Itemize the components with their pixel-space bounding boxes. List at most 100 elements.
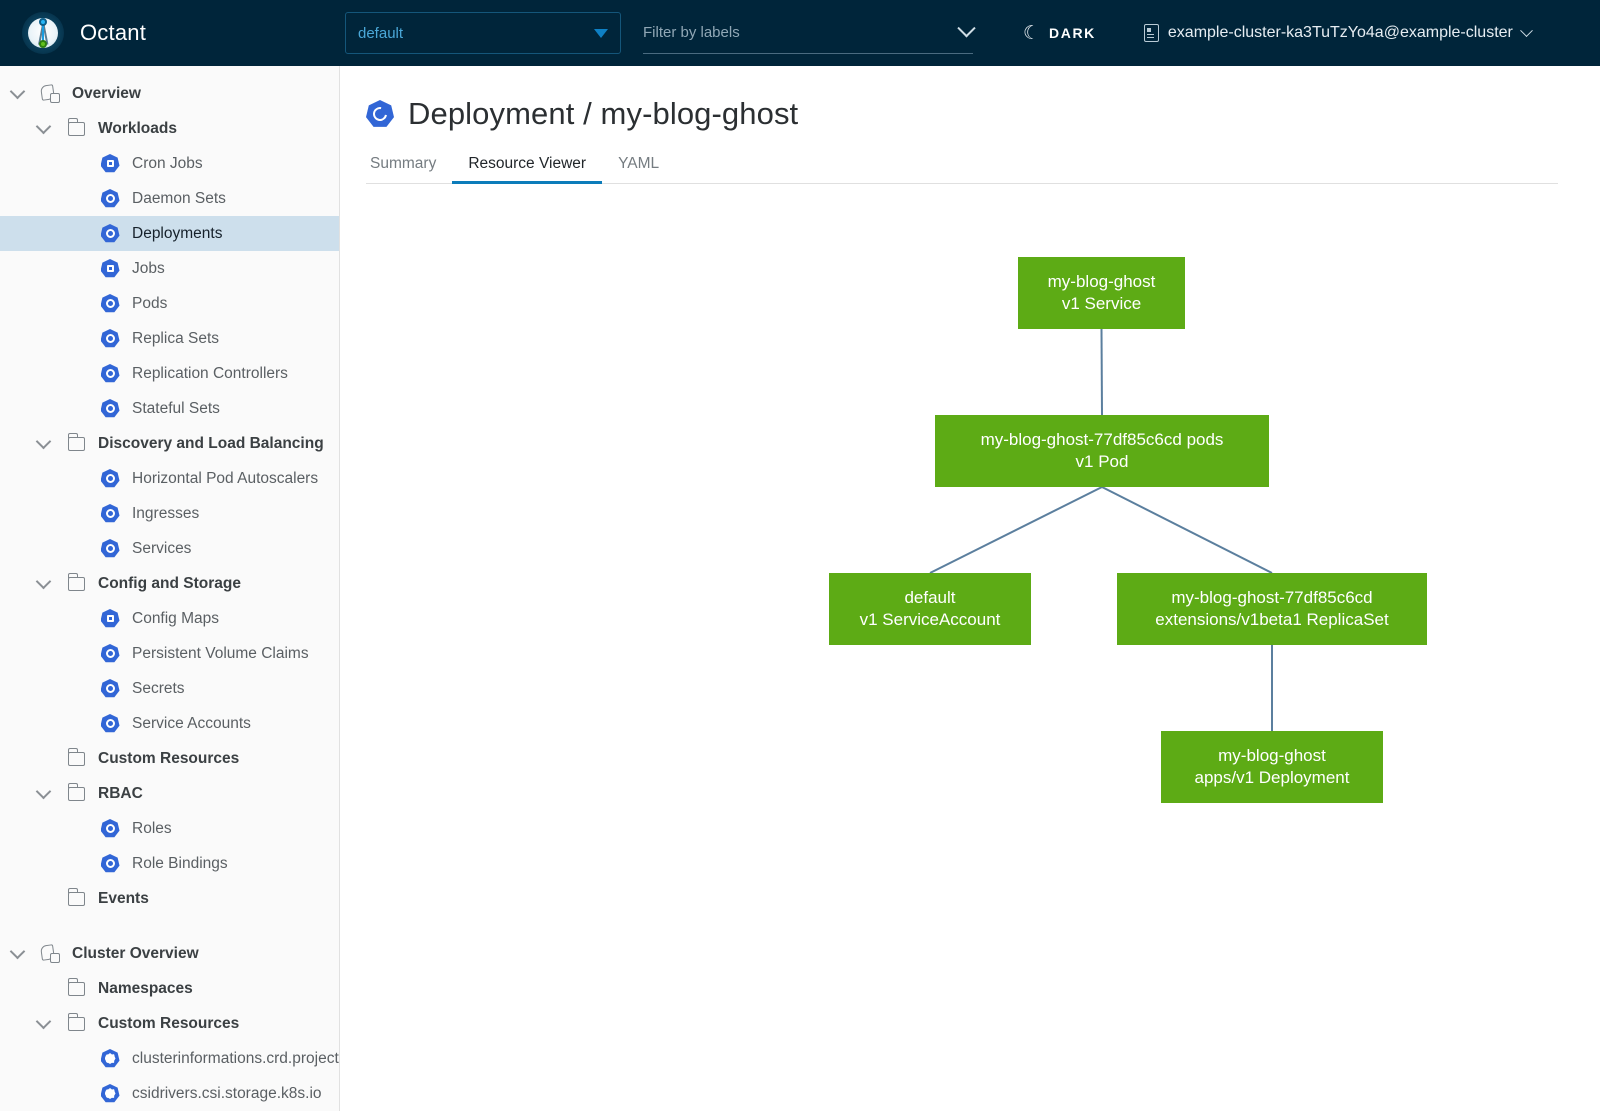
sidebar-item-config-and-storage[interactable]: Config and Storage [0,566,339,601]
k8s-daemonset-icon [94,189,126,208]
brand[interactable]: Octant [0,12,345,54]
chevron-down-icon[interactable] [0,83,34,100]
sidebar-item-events[interactable]: Events [0,881,339,916]
graph-node[interactable]: my-blog-ghost apps/v1 Deployment [1161,731,1383,803]
chevron-down-icon[interactable] [26,573,60,590]
sidebar-item-service-accounts[interactable]: Service Accounts [0,706,339,741]
namespace-select[interactable]: default [345,12,621,54]
sidebar-item-overview[interactable]: Overview [0,76,339,111]
sidebar-item-pods[interactable]: Pods [0,286,339,321]
tab-resource-viewer[interactable]: Resource Viewer [452,155,602,184]
sidebar-item-secrets[interactable]: Secrets [0,671,339,706]
chevron-down-icon[interactable] [26,118,60,135]
k8s-deployment-icon [94,224,126,243]
sidebar-item-daemon-sets[interactable]: Daemon Sets [0,181,339,216]
sidebar-item-jobs[interactable]: Jobs [0,251,339,286]
tab-bar: Summary Resource Viewer YAML [366,154,1558,184]
tab-yaml[interactable]: YAML [618,155,660,172]
sidebar-item-csidrivers-csi-storage-k8s-io[interactable]: csidrivers.csi.storage.k8s.io [0,1076,339,1111]
sidebar-item-label: Ingresses [132,504,200,522]
namespace-value: default [358,24,404,42]
k8s-secret-icon [94,679,126,698]
sidebar-item-horizontal-pod-autoscalers[interactable]: Horizontal Pod Autoscalers [0,461,339,496]
chevron-down-icon [957,19,976,38]
folder-icon [60,747,92,766]
sidebar-item-label: Config Maps [132,609,220,627]
folder-icon [60,887,92,906]
k8s-service-icon [94,539,126,558]
sidebar-item-discovery-and-load-balancing[interactable]: Discovery and Load Balancing [0,426,339,461]
sidebar-item-config-maps[interactable]: Config Maps [0,601,339,636]
folder-icon [60,1012,92,1031]
sidebar-item-namespaces[interactable]: Namespaces [0,971,339,1006]
sidebar-item-deployments[interactable]: Deployments [0,216,339,251]
k8s-crd-icon [94,1084,126,1103]
app-header: Octant default Filter by labels ☾ DARK e… [0,0,1600,66]
sidebar-item-label: Overview [72,84,141,102]
sidebar-item-label: Pods [132,294,168,312]
sidebar-item-label: Custom Resources [98,1014,240,1032]
sidebar-item-label: clusterinformations.crd.projectcalico.or… [132,1049,339,1067]
label-filter-input[interactable]: Filter by labels [643,12,976,54]
folder-icon [60,782,92,801]
sidebar-item-custom-resources[interactable]: Custom Resources [0,741,339,776]
chevron-down-icon[interactable] [0,943,34,960]
sidebar-item-replication-controllers[interactable]: Replication Controllers [0,356,339,391]
k8s-statefulset-icon [94,399,126,418]
graph-node-name: my-blog-ghost [1218,746,1326,766]
sidebar-item-replica-sets[interactable]: Replica Sets [0,321,339,356]
sidebar-item-label: Discovery and Load Balancing [98,434,324,452]
k8s-configmap-icon [94,609,126,628]
k8s-serviceaccount-icon [94,714,126,733]
sidebar-item-label: Roles [132,819,172,837]
dark-mode-toggle[interactable]: ☾ DARK [1023,24,1096,43]
k8s-replicationcontroller-icon [94,364,126,383]
chevron-down-icon[interactable] [26,433,60,450]
cluster-selector[interactable]: example-cluster-ka3TuTzYo4a@example-clus… [1143,23,1533,42]
sidebar-item-label: Role Bindings [132,854,228,872]
sidebar-item-role-bindings[interactable]: Role Bindings [0,846,339,881]
sidebar-item-label: Custom Resources [98,749,240,767]
caret-down-icon [594,28,608,38]
sidebar-item-cron-jobs[interactable]: Cron Jobs [0,146,339,181]
sidebar-item-clusterinformations-crd-projectcalico-org[interactable]: clusterinformations.crd.projectcalico.or… [0,1041,339,1076]
sidebar-item-label: Replication Controllers [132,364,288,382]
folder-icon [60,117,92,136]
sidebar-item-label: csidrivers.csi.storage.k8s.io [132,1084,322,1102]
brand-name: Octant [80,20,147,45]
sidebar-item-label: Service Accounts [132,714,251,732]
sidebar-item-services[interactable]: Services [0,531,339,566]
tab-summary[interactable]: Summary [370,155,437,172]
sidebar-item-stateful-sets[interactable]: Stateful Sets [0,391,339,426]
sidebar-item-ingresses[interactable]: Ingresses [0,496,339,531]
graph-node-kind: apps/v1 Deployment [1194,768,1350,787]
sidebar-item-label: Workloads [98,119,177,137]
overview-icon [34,85,66,103]
moon-icon: ☾ [1023,22,1041,44]
k8s-pod-icon [94,294,126,313]
sidebar-item-label: Jobs [132,259,165,277]
chevron-down-icon [1520,23,1533,37]
k8s-ingress-icon [94,504,126,523]
sidebar-item-workloads[interactable]: Workloads [0,111,339,146]
sidebar-item-custom-resources[interactable]: Custom Resources [0,1006,339,1041]
k8s-job-icon [94,259,126,278]
sidebar-item-label: Horizontal Pod Autoscalers [132,469,319,487]
sidebar-item-label: Daemon Sets [132,189,226,207]
sidebar-item-rbac[interactable]: RBAC [0,776,339,811]
chevron-down-icon[interactable] [26,783,60,800]
sidebar-item-roles[interactable]: Roles [0,811,339,846]
sidebar-item-label: Events [98,889,149,907]
k8s-replicaset-icon [94,329,126,348]
chevron-down-icon[interactable] [26,1013,60,1030]
sidebar-item-cluster-overview[interactable]: Cluster Overview [0,936,339,971]
sidebar-item-label: RBAC [98,784,143,802]
sidebar-item-label: Persistent Volume Claims [132,644,309,662]
sidebar-item-persistent-volume-claims[interactable]: Persistent Volume Claims [0,636,339,671]
